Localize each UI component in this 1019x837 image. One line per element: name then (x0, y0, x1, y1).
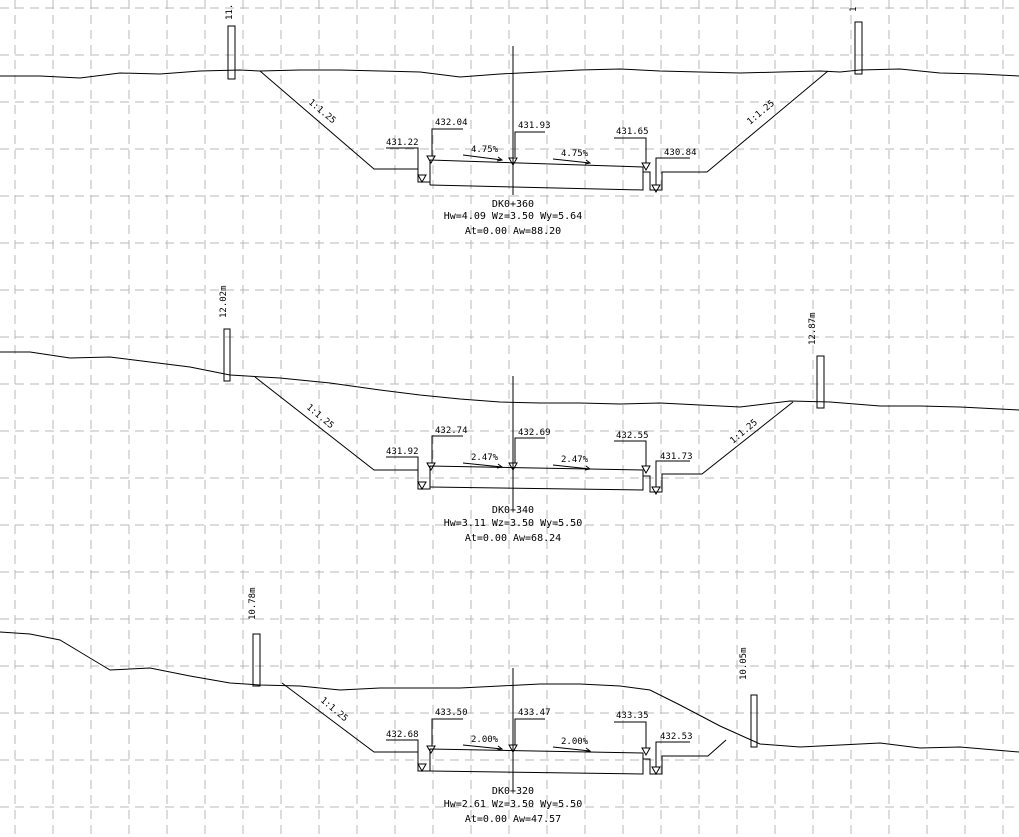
elev-marker (426, 462, 436, 472)
params-line-2: At=0.00 Aw=47.57 (465, 814, 561, 825)
cross-section-dk0-320: 10.78m 10.05m 1:1.25 432.68 433.50 433.4… (0, 587, 1019, 825)
crossfall-left: 2.00% (471, 735, 499, 745)
elev-marker (426, 745, 436, 755)
leader-center (514, 437, 545, 463)
crossfall-left: 2.47% (471, 453, 499, 463)
elev-marker (508, 157, 518, 167)
elev-center: 431.93 (518, 121, 551, 131)
leader-left-ditch (386, 456, 419, 482)
leader-left-edge (431, 435, 463, 463)
crossfall-left-arrow (462, 462, 503, 468)
elev-center: 432.69 (518, 428, 551, 438)
params-line-1: Hw=2.61 Wz=3.50 Wy=5.50 (444, 799, 582, 810)
params-line-2: At=0.00 Aw=88.20 (465, 226, 561, 237)
params-line-1: Hw=3.11 Wz=3.50 Wy=5.50 (444, 518, 582, 529)
slope-right-label: 1:1.25 (746, 99, 777, 128)
leader-right-ditch (655, 741, 690, 767)
params-line-2: At=0.00 Aw=68.24 (465, 533, 561, 544)
elev-right-edge: 432.55 (616, 431, 649, 441)
stake-left-label: 12.02m (219, 285, 229, 318)
leader-right-edge (614, 137, 647, 163)
stake-left-label: 11. (225, 4, 235, 20)
leader-left-ditch (386, 147, 419, 175)
stake-right (816, 355, 825, 409)
elev-left-ditch: 432.68 (386, 730, 419, 740)
elev-right-edge: 433.35 (616, 711, 649, 721)
elev-left-edge: 433.50 (435, 708, 468, 718)
crossfall-left-arrow (462, 154, 503, 161)
elev-left-ditch: 431.22 (386, 138, 419, 148)
elev-marker (426, 155, 436, 165)
station-label: DK0+340 (492, 505, 534, 516)
elev-left-edge: 432.04 (435, 118, 468, 128)
elev-marker (417, 763, 427, 773)
elev-center: 433.47 (518, 708, 551, 718)
cross-section-dk0-340: 12.02m 12.87m 1:1.25 1:1.25 431.92 432.7… (0, 285, 1019, 544)
elev-marker (641, 465, 651, 475)
crossfall-left-arrow (462, 744, 503, 750)
elev-right-ditch: 431.73 (660, 452, 693, 462)
elev-marker (508, 744, 518, 754)
crossfall-right-arrowhead (584, 747, 592, 753)
ground-line (0, 631, 1019, 753)
elev-right-edge: 431.65 (616, 127, 649, 137)
elev-marker (417, 481, 427, 491)
pavement-layer (429, 759, 644, 775)
elev-marker (651, 486, 661, 496)
crossfall-right-arrow (552, 746, 591, 752)
ground-line (0, 351, 1019, 411)
crossfall-right-arrow (552, 464, 591, 470)
elev-marker (508, 462, 518, 472)
stake-left (227, 25, 236, 80)
elev-marker (641, 747, 651, 757)
elev-marker (417, 174, 427, 184)
crossfall-left-arrowhead (496, 745, 504, 751)
leader-center (514, 718, 545, 745)
leader-center (514, 131, 545, 157)
station-label: DK0+360 (492, 199, 534, 210)
stake-right (750, 694, 758, 748)
stake-left-label: 10.78m (248, 587, 258, 620)
stake-left (223, 328, 231, 382)
stake-left (252, 633, 261, 687)
leader-right-ditch (655, 157, 690, 185)
leader-right-edge (614, 440, 647, 466)
elev-right-ditch: 430.84 (664, 148, 697, 158)
elev-marker (641, 162, 651, 172)
leader-left-ditch (386, 739, 419, 764)
crossfall-right-arrowhead (584, 159, 592, 165)
pavement-layer (429, 172, 644, 191)
leader-right-edge (614, 721, 647, 748)
leader-right-ditch (655, 460, 690, 487)
crossfall-left: 4.75% (471, 145, 499, 155)
pavement-layer (429, 476, 644, 491)
crossfall-right: 2.47% (561, 455, 589, 465)
leader-left-edge (431, 128, 463, 156)
ground-line (0, 68, 1019, 79)
crossfall-right-arrow (552, 158, 591, 164)
crossfall-left-arrowhead (496, 463, 504, 469)
stake-right (854, 21, 863, 75)
crossfall-right-arrowhead (584, 465, 592, 471)
leader-left-edge (431, 718, 463, 746)
crossfall-left-arrowhead (496, 156, 504, 162)
crossfall-right: 2.00% (561, 737, 589, 747)
stake-right-label: 10.05m (739, 647, 749, 680)
slope-left-label: 1:1.25 (304, 403, 335, 432)
stake-right-label: 1 (849, 7, 859, 12)
elev-right-ditch: 432.53 (660, 732, 693, 742)
params-line-1: Hw=4.09 Wz=3.50 Wy=5.64 (444, 211, 582, 222)
elev-left-ditch: 431.92 (386, 447, 419, 457)
elev-marker (651, 766, 661, 776)
crossfall-right: 4.75% (561, 149, 589, 159)
elev-marker (651, 184, 661, 194)
elev-left-edge: 432.74 (435, 426, 468, 436)
stake-right-label: 12.87m (808, 312, 818, 345)
slope-left-label: 1:1.25 (318, 696, 349, 725)
station-label: DK0+320 (492, 786, 534, 797)
